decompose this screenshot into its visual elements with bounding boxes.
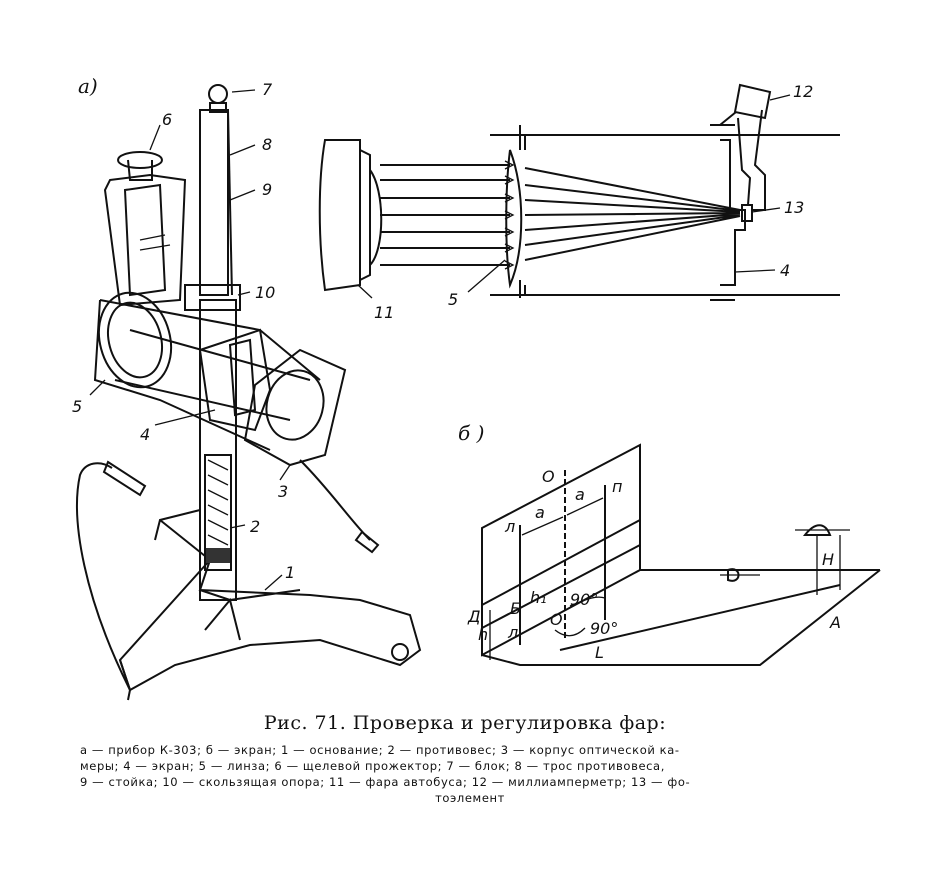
label-h: h [478,625,488,644]
label-11: 11 [374,303,394,322]
label-O-low: О [550,610,563,629]
label-2: 2 [250,517,260,536]
label-5: 5 [72,397,82,416]
panel-a-tag: а) [78,74,98,98]
label-a-left: а [535,503,545,522]
label-3: 3 [278,482,288,501]
label-10: 10 [255,283,275,302]
label-p: п [612,477,622,496]
legend-line-1: а — прибор К-303; б — экран; 1 — основан… [80,743,680,757]
label-A: A [829,613,841,632]
legend-line-4: тоэлемент [435,791,505,805]
legend-line-3: 9 — стойка; 10 — скользящая опора; 11 — … [80,775,691,789]
label-L: L [595,643,604,662]
label-13: 13 [784,198,804,217]
figure-legend: а — прибор К-303; б — экран; 1 — основан… [80,742,860,806]
figure-caption: Рис. 71. Проверка и регулировка фар: [263,712,667,734]
optics-schematic [318,83,840,301]
label-90-lower: 90° [590,619,618,638]
label-O-top: О [542,467,555,486]
label-a-right: а [575,485,585,504]
screen-layout-drawing [481,443,881,666]
label-7: 7 [262,80,273,99]
label-l-lower: л [507,623,518,642]
label-B: Б [510,599,521,618]
device-k303-drawing [76,84,422,701]
label-9: 9 [262,180,272,199]
legend-line-2: меры; 4 — экран; 5 — линза; 6 — щелевой … [80,759,665,773]
label-4: 4 [140,425,150,444]
label-90-upper: 90° [570,590,598,609]
label-1: 1 [285,563,295,582]
panel-b-tag: б ) [458,421,484,445]
label-6: 6 [162,110,172,129]
label-12: 12 [793,82,813,101]
label-5-lens: 5 [448,290,458,309]
label-H: H [822,550,834,569]
label-l-upper: л [504,517,515,536]
label-h1: h₁ [530,588,547,607]
label-D: Д [467,607,481,626]
label-4-screen: 4 [780,261,790,280]
label-8: 8 [262,135,272,154]
